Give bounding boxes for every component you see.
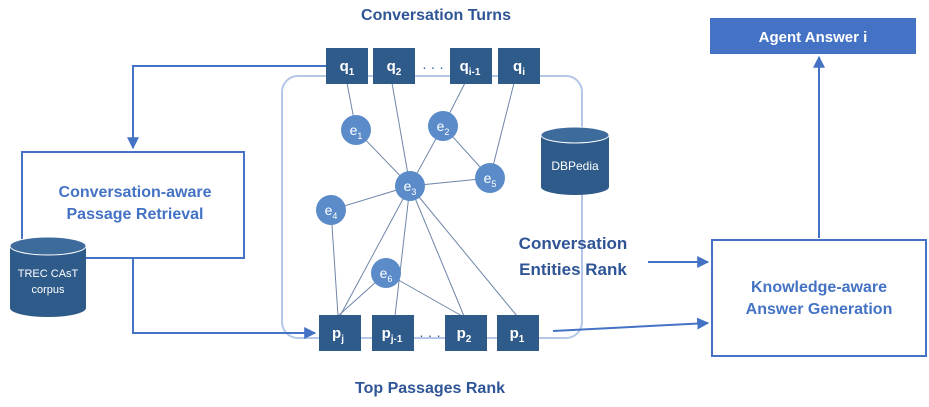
svg-text:p1: p1 [510, 325, 525, 345]
edge-e3-p1 [409, 185, 518, 317]
corpus-label-line1: TREC CAsT [18, 268, 79, 280]
entity-node-e4: e4 [316, 195, 346, 225]
answer-generation-label-line2: Answer Generation [746, 301, 893, 318]
query-label: q2 [387, 58, 402, 78]
top-passages-rank-title: Top Passages Rank [355, 380, 505, 397]
entity-node-e5: e5 [475, 163, 505, 193]
svg-text:pj: pj [332, 325, 344, 345]
arrow-retrieval-to-passages [132, 258, 317, 339]
arrow-queries-to-retrieval [127, 65, 326, 150]
corpus-label-line2: corpus [31, 284, 65, 296]
passage-ellipsis: · · · [419, 327, 441, 343]
trec-cast-corpus-database-icon: TREC CAsT corpus [9, 236, 87, 317]
entity-nodes: e1 e2 e3 e4 e5 e6 [316, 111, 505, 288]
passage-retrieval-label-line1: Conversation-aware [59, 184, 212, 201]
svg-text:p2: p2 [457, 325, 472, 345]
query-label: qi [513, 58, 525, 78]
dbpedia-database-icon: DBPedia [540, 126, 610, 195]
query-turns: q1 q2 · · · qi-1 qi [326, 48, 540, 84]
query-ellipsis: · · · [422, 59, 444, 75]
answer-generation-module: Knowledge-aware Answer Generation [711, 239, 927, 357]
svg-text:pj-1: pj-1 [382, 325, 403, 345]
passage-box-p2: p2 [445, 315, 487, 351]
query-box-qi-1: qi-1 [450, 48, 492, 84]
query-box-q1: q1 [326, 48, 368, 84]
svg-text:e5: e5 [484, 170, 497, 189]
entity-node-e6: e6 [371, 258, 401, 288]
passage-box-pj: pj [319, 315, 361, 351]
edge-e4-pj [330, 209, 339, 317]
flow-arrows [127, 55, 825, 339]
dbpedia-label: DBPedia [551, 159, 599, 173]
agent-answer-box: Agent Answer i [710, 18, 916, 54]
svg-text:e6: e6 [380, 265, 393, 284]
entity-node-e2: e2 [428, 111, 458, 141]
entity-node-e3: e3 [395, 171, 425, 201]
edge-e3-pj1 [394, 185, 411, 317]
svg-text:e4: e4 [325, 202, 338, 221]
svg-text:e1: e1 [350, 122, 363, 141]
passage-box-pj-1: pj-1 [372, 315, 414, 351]
edge-e3-p2 [409, 185, 465, 317]
arrow-passages-to-generation [552, 317, 710, 332]
query-label: qi-1 [460, 58, 481, 78]
entities-rank-title-line1: Conversation [519, 234, 628, 253]
edge-e3-pj [339, 185, 411, 317]
edge-qi-e5 [489, 82, 515, 179]
query-box-qi: qi [498, 48, 540, 84]
entities-rank-title-line2: Entities Rank [519, 260, 627, 279]
svg-text:e3: e3 [404, 178, 417, 197]
conversation-turns-title: Conversation Turns [361, 7, 511, 24]
passage-ranks: pj pj-1 · · · p2 p1 [319, 315, 539, 351]
edge-q2-e3 [391, 82, 411, 187]
svg-text:e2: e2 [437, 118, 450, 137]
answer-generation-label-line1: Knowledge-aware [751, 279, 887, 296]
entity-node-e1: e1 [341, 115, 371, 145]
passage-retrieval-label-line2: Passage Retrieval [67, 206, 204, 223]
passage-box-p1: p1 [497, 315, 539, 351]
agent-answer-label: Agent Answer i [759, 29, 868, 46]
query-box-q2: q2 [373, 48, 415, 84]
query-label: q1 [340, 58, 355, 78]
knowledge-graph-container [281, 75, 583, 339]
